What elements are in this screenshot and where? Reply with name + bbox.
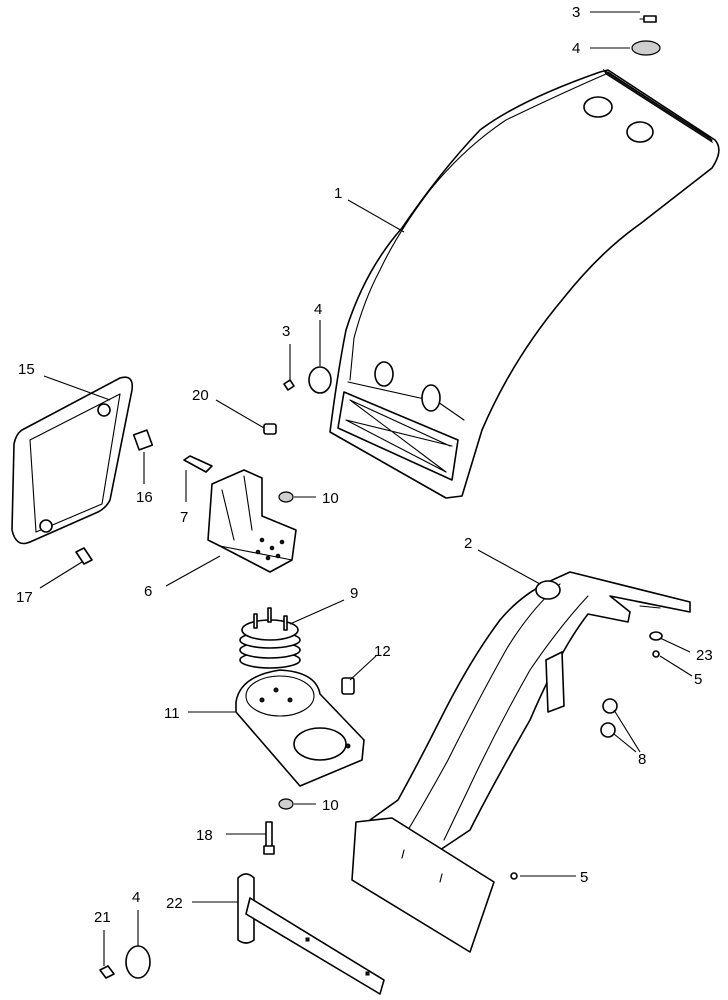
nut-part-5-lower[interactable] (510, 872, 518, 880)
callout-5: 5 (694, 671, 702, 688)
support-bracket-part-6[interactable] (207, 469, 297, 573)
callout-15: 15 (18, 361, 35, 378)
bolt-part-3-mid[interactable] (283, 379, 295, 391)
fender-part-1[interactable] (329, 68, 720, 499)
callout-4: 4 (572, 40, 580, 57)
callout-5: 5 (580, 869, 588, 886)
callout-10: 10 (322, 797, 339, 814)
bolt-part-3-top[interactable] (639, 15, 657, 23)
nut-part-5-upper[interactable] (652, 650, 660, 658)
callout-20: 20 (192, 387, 209, 404)
washer-part-23[interactable] (649, 631, 663, 641)
bolt-part-18[interactable] (263, 821, 275, 855)
callout-2: 2 (464, 535, 472, 552)
plug-part-4-top[interactable] (631, 40, 661, 56)
nut-part-10-upper[interactable] (278, 491, 294, 503)
bolt-part-21[interactable] (99, 965, 115, 979)
nut-part-20[interactable] (263, 423, 277, 435)
plug-hole-icon (421, 384, 441, 412)
plug-part-4-bottom[interactable] (125, 945, 151, 979)
bolt-part-12[interactable] (341, 677, 355, 695)
plug-part-4-mid[interactable] (308, 366, 332, 394)
callout-18: 18 (196, 827, 213, 844)
leader-lines (39, 11, 693, 966)
rubber-mount-part-9[interactable] (239, 607, 301, 669)
callout-3: 3 (282, 323, 290, 340)
plug-hole-icon (626, 121, 654, 143)
callout-10: 10 (322, 490, 339, 507)
side-panel-part-15[interactable] (11, 376, 134, 545)
callout-16: 16 (136, 489, 153, 506)
callout-21: 21 (94, 909, 111, 926)
bracket-part-2[interactable] (351, 571, 691, 953)
bolt-part-17[interactable] (75, 547, 93, 565)
callout-9: 9 (350, 585, 358, 602)
fastener-part-16[interactable] (132, 429, 154, 451)
plug-hole-icon (583, 96, 613, 118)
callout-1: 1 (334, 185, 342, 202)
callout-22: 22 (166, 895, 183, 912)
mounting-plate-part-11[interactable] (235, 669, 365, 787)
nuts-part-8[interactable] (600, 698, 618, 738)
plug-hole-icon (374, 361, 394, 387)
bolt-part-7[interactable] (183, 455, 213, 473)
callout-6: 6 (144, 583, 152, 600)
callout-23: 23 (696, 647, 713, 664)
callout-11: 11 (164, 705, 180, 722)
callout-labels: 3 4 1 2 3 4 15 20 16 7 10 17 6 9 12 11 1… (16, 4, 713, 926)
callout-7: 7 (180, 509, 188, 526)
step-bar-part-22[interactable] (237, 873, 385, 995)
washer-part-10-lower[interactable] (278, 798, 294, 810)
callout-12: 12 (374, 643, 391, 660)
callout-8: 8 (638, 751, 646, 768)
callout-17: 17 (16, 589, 33, 606)
callout-4: 4 (132, 889, 140, 906)
callout-3: 3 (572, 4, 580, 21)
callout-4: 4 (314, 301, 322, 318)
